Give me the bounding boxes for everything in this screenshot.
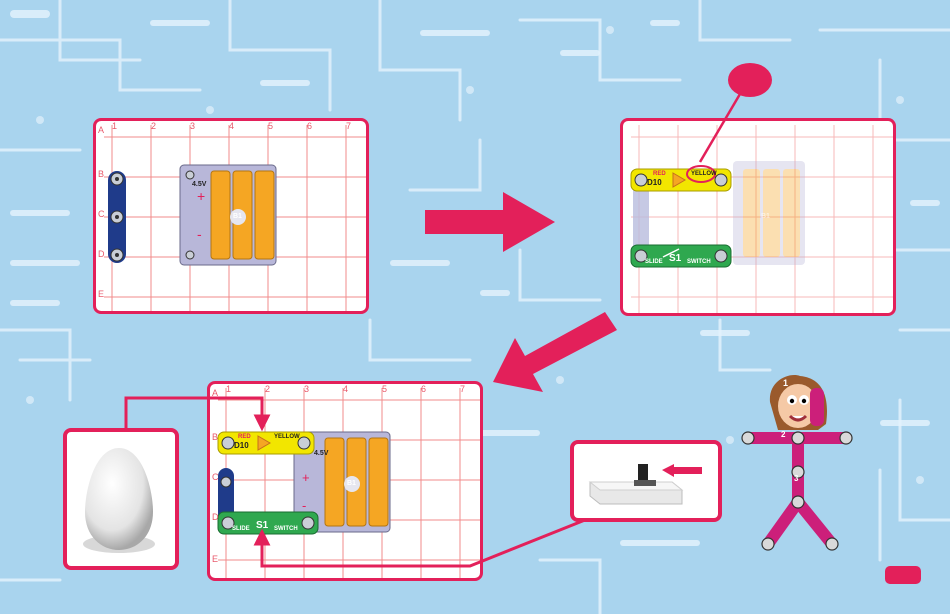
snap-number-1: 1 bbox=[783, 378, 788, 388]
snap-number-2: 2 bbox=[781, 430, 785, 439]
snap-rover-character-icon bbox=[734, 372, 864, 564]
slide-switch-icon bbox=[574, 444, 718, 518]
slide-switch-callout bbox=[570, 440, 722, 522]
snap-number-3: 3 bbox=[794, 474, 798, 483]
egg-callout bbox=[63, 428, 179, 570]
page-tag bbox=[885, 566, 921, 584]
egg-icon bbox=[67, 432, 175, 566]
